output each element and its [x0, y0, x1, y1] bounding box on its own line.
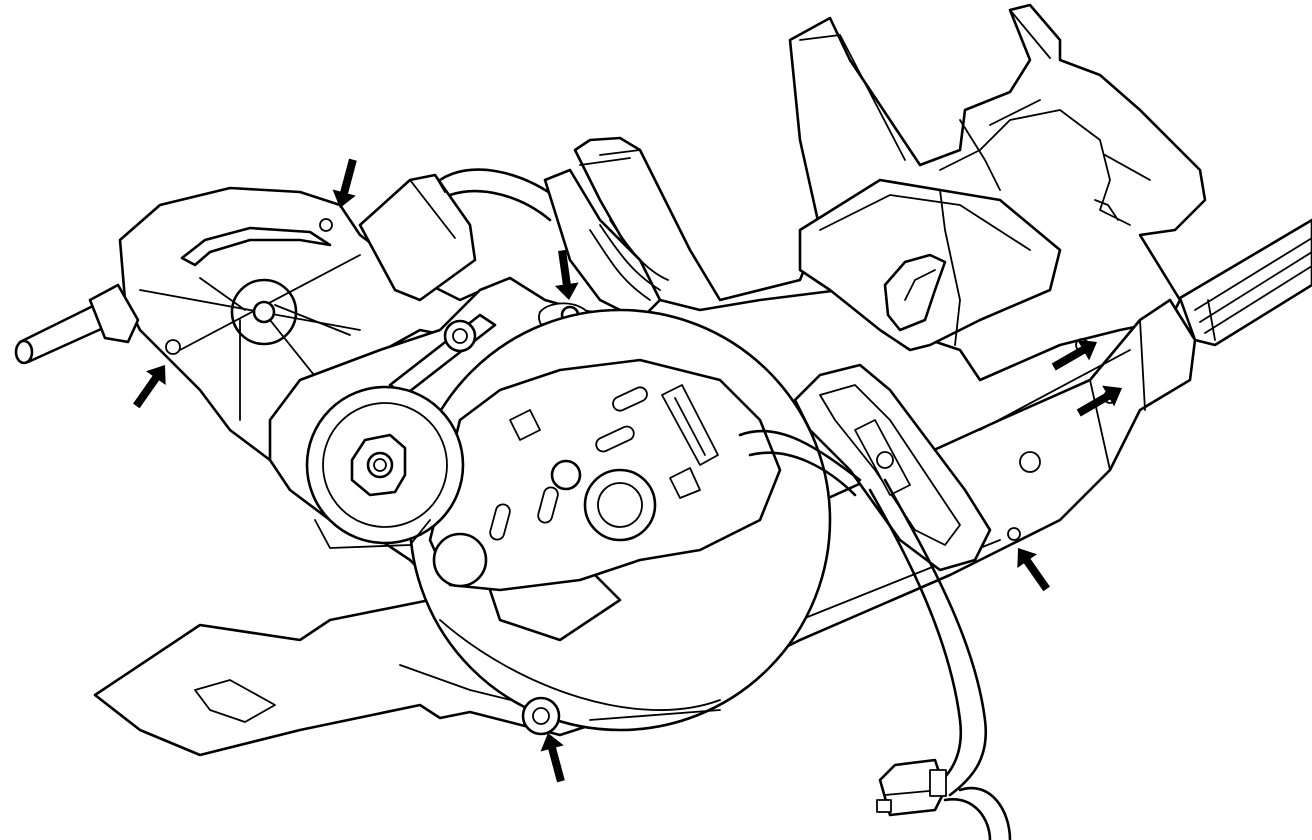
spur-gear — [305, 385, 465, 549]
callout-arrow — [554, 249, 579, 300]
box-housing — [798, 178, 1062, 352]
callout-arrow — [540, 733, 565, 783]
left-cable — [14, 283, 140, 365]
wire-harness — [543, 168, 669, 322]
callout-arrow — [1076, 385, 1122, 417]
fastener-left-housing — [165, 339, 181, 355]
slide-actuator — [793, 363, 992, 572]
callout-arrows — [133, 158, 1122, 783]
callout-arrow — [1017, 548, 1050, 592]
motor — [408, 308, 832, 732]
fastener-right-lower — [1007, 527, 1021, 541]
callout-arrow — [1051, 339, 1097, 371]
callout-arrow — [332, 158, 357, 208]
right-shaft — [1178, 218, 1312, 347]
left-gear-housing — [118, 186, 522, 462]
fastener-top-left-housing — [319, 218, 333, 232]
connector-block — [358, 168, 562, 302]
wire-lead — [738, 429, 1012, 840]
bottom-connector — [876, 758, 947, 817]
callout-arrow — [133, 365, 166, 409]
